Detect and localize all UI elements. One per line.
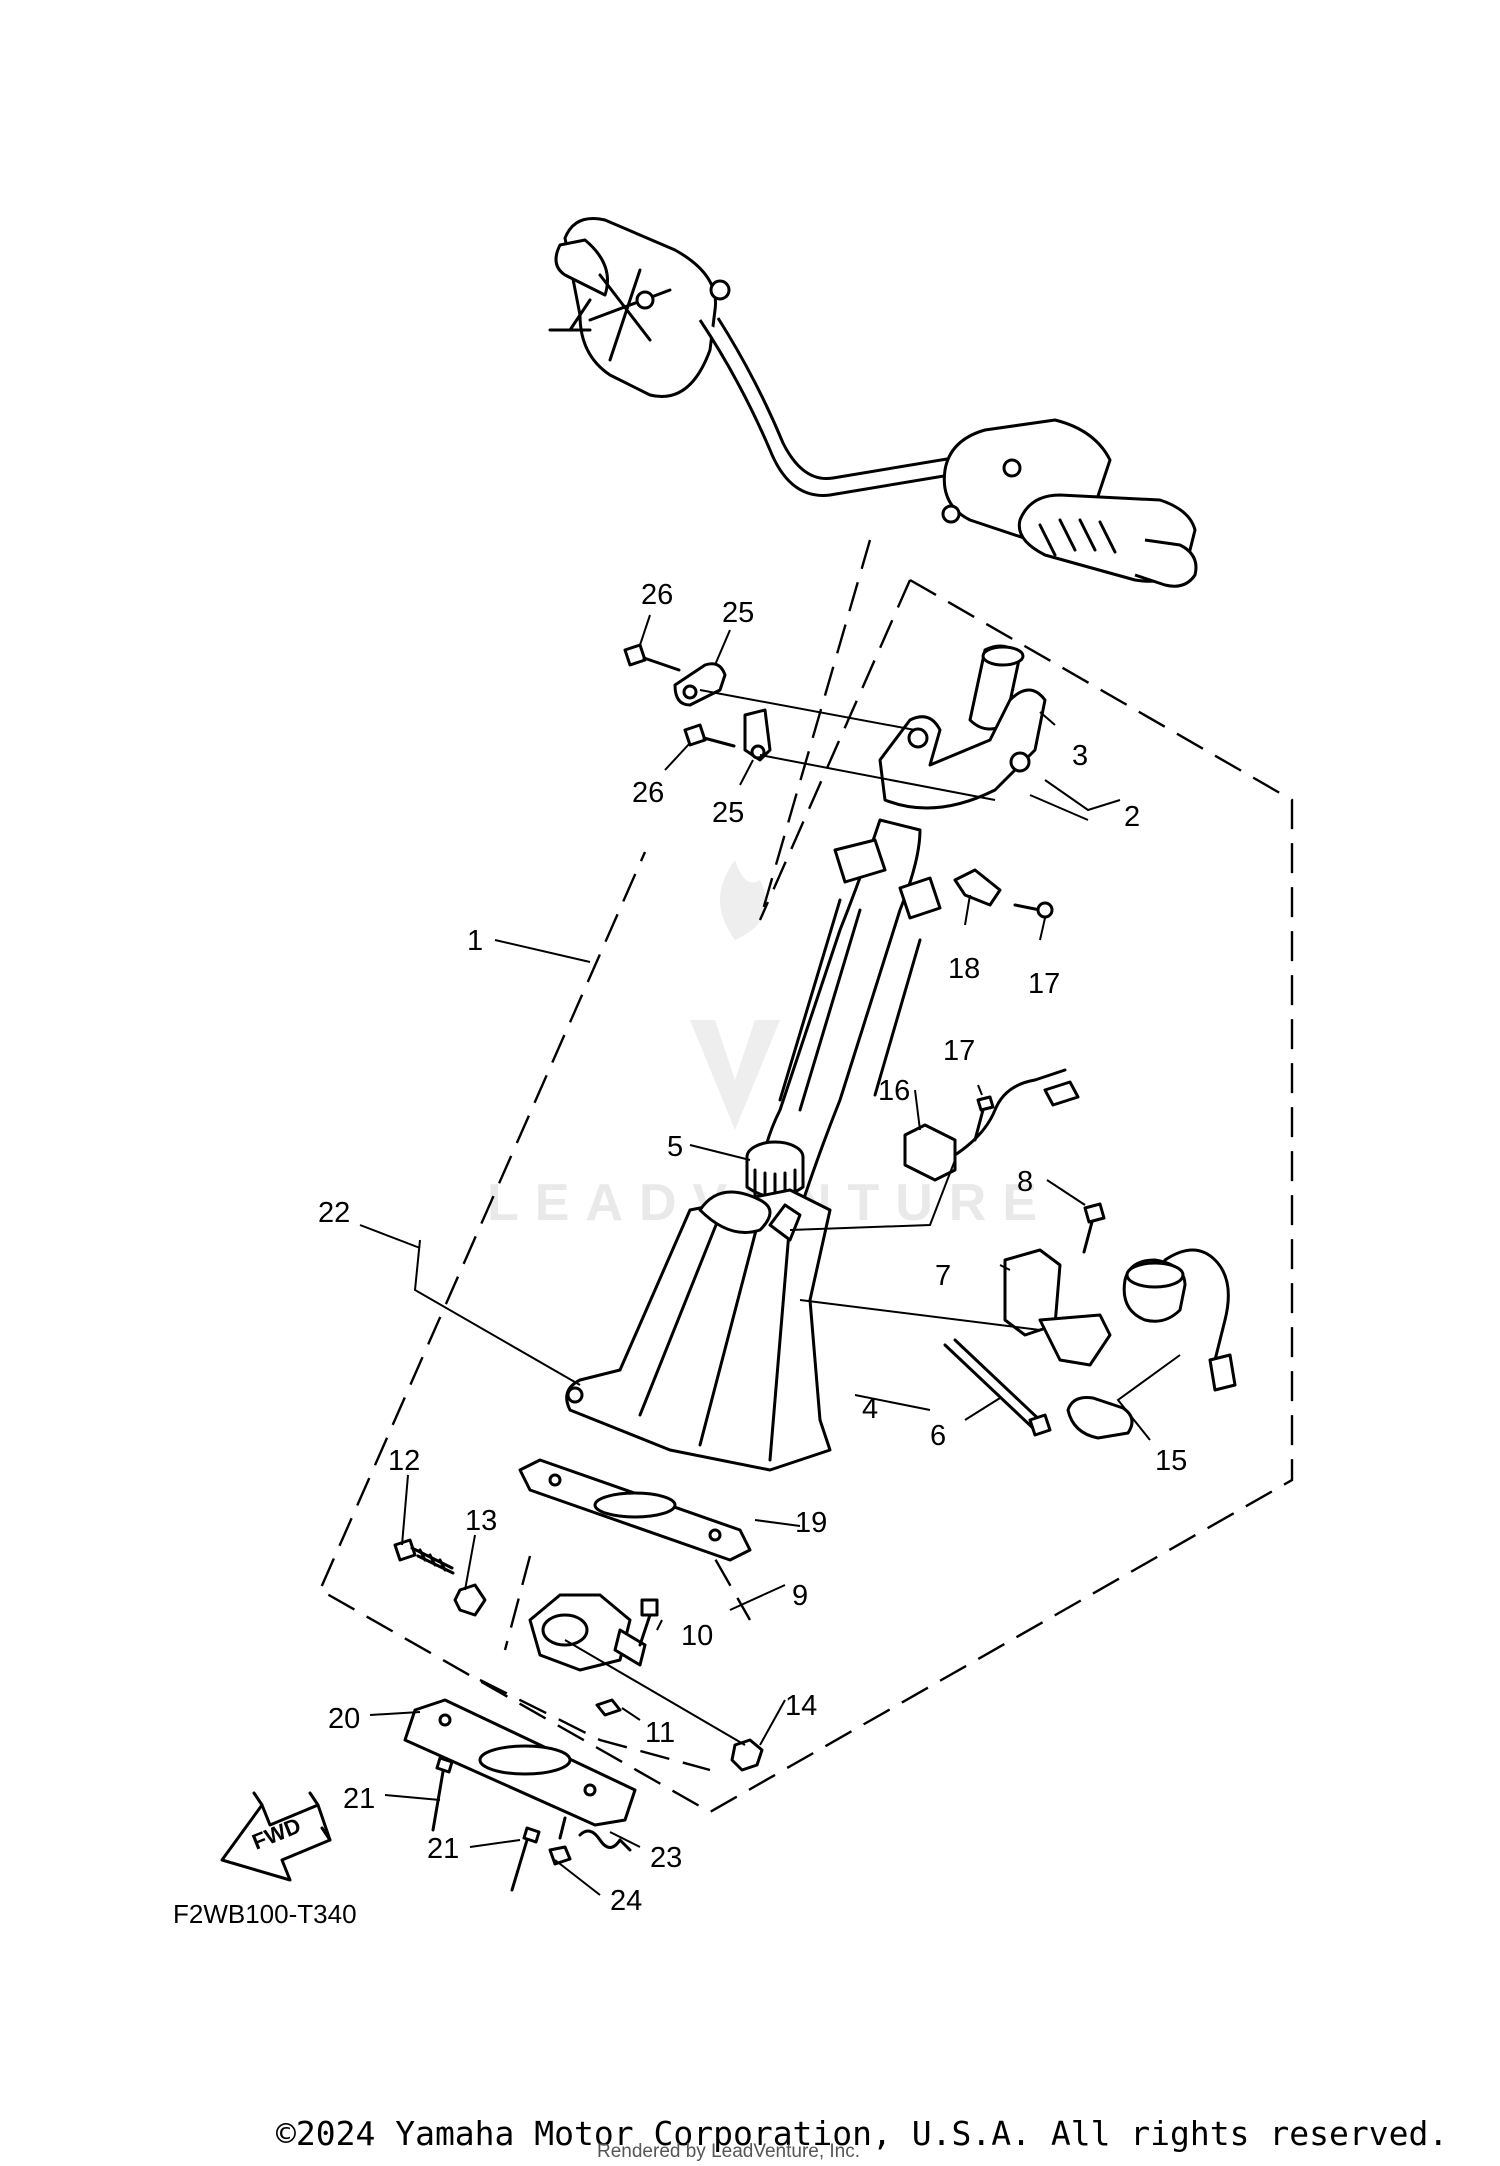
fwd-arrow-icon <box>220 1791 332 1882</box>
callout-10: 10 <box>681 1620 713 1652</box>
handlebar-assembly[interactable] <box>548 217 1198 588</box>
bolt-26a[interactable] <box>623 643 681 672</box>
callout-25b: 25 <box>712 797 744 829</box>
clamp-25b[interactable] <box>743 708 772 762</box>
steering-column-assembly[interactable] <box>758 644 1047 1212</box>
washer-13[interactable] <box>453 1583 487 1617</box>
callout-13: 13 <box>465 1505 497 1537</box>
callout-22: 22 <box>318 1197 350 1229</box>
callout-16: 16 <box>878 1075 910 1107</box>
clip-18[interactable] <box>953 868 1002 907</box>
callout-4: 4 <box>862 1393 878 1425</box>
bolt-axis-line <box>564 1639 746 1746</box>
callout-20: 20 <box>328 1703 360 1735</box>
callout-17a: 17 <box>1028 968 1060 1000</box>
screw-17b[interactable] <box>973 1095 995 1142</box>
cable-tie-6[interactable] <box>943 1338 1052 1437</box>
steering-housing-4[interactable] <box>565 1188 832 1472</box>
rivet-21a[interactable] <box>431 1756 454 1832</box>
callout-17b: 17 <box>943 1035 975 1067</box>
callout-14: 14 <box>785 1690 817 1722</box>
bolt-26b[interactable] <box>683 723 736 748</box>
mounting-plate-20[interactable] <box>403 1698 637 1827</box>
callout-6: 6 <box>930 1420 946 1452</box>
callout-8: 8 <box>1017 1166 1033 1198</box>
callout-3: 3 <box>1072 740 1088 772</box>
rivet-21b[interactable] <box>510 1826 541 1892</box>
diagram-code: F2WB100-T340 <box>173 1899 357 1929</box>
callout-18: 18 <box>948 953 980 985</box>
callout-12: 12 <box>388 1445 420 1477</box>
callout-23: 23 <box>650 1842 682 1874</box>
leader-lines <box>359 614 1181 1896</box>
copyright-notice: ©2024 Yamaha Motor Corporation, U.S.A. A… <box>276 2114 1449 2153</box>
screw-24[interactable] <box>548 1816 572 1866</box>
switch-15[interactable] <box>1066 1248 1237 1440</box>
sensor-16[interactable] <box>903 1068 1080 1182</box>
callout-21b: 21 <box>427 1833 459 1865</box>
bracket-assembly-9[interactable] <box>528 1593 647 1672</box>
rendered-by-notice: Rendered by LeadVenture, Inc. <box>597 2141 861 2162</box>
gasket-19[interactable] <box>518 1458 752 1562</box>
callout-5: 5 <box>667 1131 683 1163</box>
clamp-25a[interactable] <box>673 662 727 707</box>
watermark-logo <box>690 860 780 1130</box>
callout-25a: 25 <box>722 597 754 629</box>
bolt-8[interactable] <box>1082 1202 1106 1254</box>
callout-11: 11 <box>645 1717 675 1749</box>
callout-labels: 1 2 3 4 5 6 7 8 9 10 11 12 13 14 15 16 1… <box>318 579 1187 1917</box>
callout-26a: 26 <box>641 579 673 611</box>
callout-26b: 26 <box>632 777 664 809</box>
callout-21a: 21 <box>343 1783 375 1815</box>
nut-11[interactable] <box>595 1698 622 1717</box>
nut-14[interactable] <box>730 1738 764 1772</box>
clamp-axis-lines <box>699 689 996 801</box>
callout-15: 15 <box>1155 1445 1187 1477</box>
callout-19: 19 <box>795 1507 827 1539</box>
clip-23[interactable] <box>578 1829 632 1852</box>
callout-2: 2 <box>1124 801 1140 833</box>
assembly-boundary-lines <box>318 539 1294 1814</box>
callout-7: 7 <box>935 1260 951 1292</box>
bolt-10[interactable] <box>638 1598 659 1647</box>
bolt-12[interactable] <box>393 1538 455 1575</box>
bracket-7[interactable] <box>1003 1248 1112 1367</box>
callout-9: 9 <box>792 1580 808 1612</box>
callout-24: 24 <box>610 1885 642 1917</box>
callout-1: 1 <box>467 925 483 957</box>
bearing-5[interactable] <box>745 1140 805 1201</box>
screw-17a[interactable] <box>1013 901 1054 919</box>
